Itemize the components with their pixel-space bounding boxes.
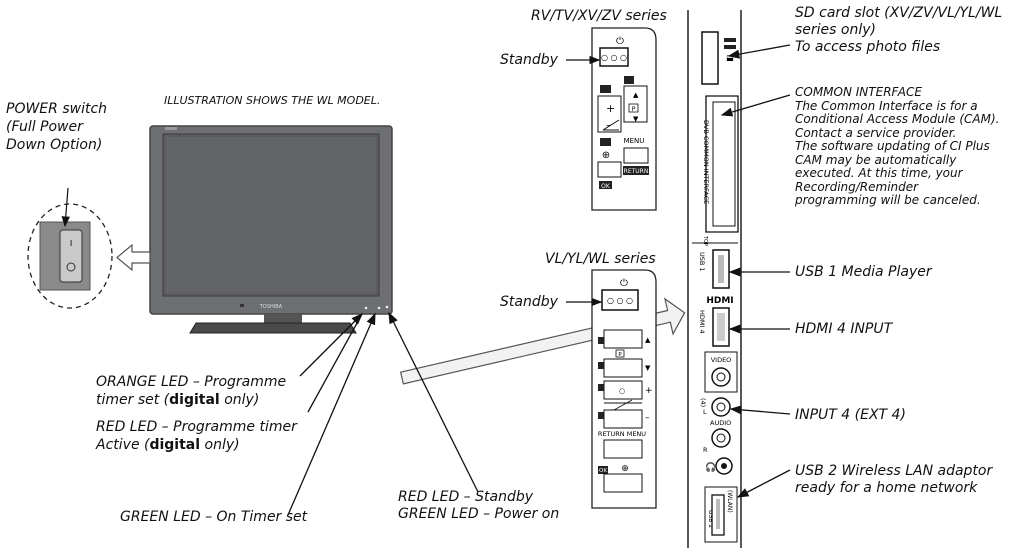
vl-ok-label: OK: [599, 468, 607, 474]
svg-text:○ ○ ○: ○ ○ ○: [601, 53, 627, 62]
svg-text:▼: ▼: [633, 115, 639, 123]
dvb-ci-printed: DVB COMMON INTERFACE: [702, 120, 710, 204]
rv-standby-label: Standby: [500, 52, 558, 68]
svg-text:⊕: ⊕: [602, 150, 610, 161]
svg-text:+: +: [606, 102, 615, 115]
hdmi-logo-printed: HDMI: [706, 296, 733, 306]
rv-return-label: RETURN: [624, 168, 649, 175]
video-printed: VIDEO: [711, 356, 732, 364]
vl-p-label: P: [618, 352, 622, 358]
rv-menu-label: MENU: [624, 137, 645, 145]
svg-text:○: ○: [619, 387, 625, 395]
ci-label: COMMON INTERFACE The Common Interface is…: [795, 85, 1000, 207]
svg-text:○ ○ ○: ○ ○ ○: [607, 296, 633, 305]
tv-brand: TOSHIBA: [259, 304, 283, 310]
vl-button-panel: ⏻ ○ ○ ○ ▲ P ▼ ○ + – RETURN MENU OK ⊕: [591, 269, 657, 509]
power-switch-illustration: I: [27, 203, 113, 309]
tv-illustration: TOSHIBA: [149, 125, 393, 334]
illustration-note: ILLUSTRATION SHOWS THE WL MODEL.: [164, 94, 381, 107]
rv-series-title: RV/TV/XV/ZV series: [531, 8, 667, 24]
ch4-printed: (4): [699, 398, 707, 407]
wlan-printed: (WLAN): [726, 490, 733, 513]
usb2-label: USB 2 Wireless LAN adaptor ready for a h…: [795, 463, 993, 496]
rv-p-label: P: [632, 106, 636, 113]
green-led-label: GREEN LED – On Timer set: [120, 509, 308, 525]
ci-top-printed: TOP: [702, 235, 708, 246]
svg-text:–: –: [606, 120, 611, 131]
svg-text:⬓: ⬓: [726, 53, 734, 62]
usb2-printed: USB 2: [707, 510, 714, 528]
r-printed: R: [703, 446, 708, 454]
svg-text:⊕: ⊕: [621, 464, 629, 474]
svg-text:I: I: [70, 239, 72, 248]
svg-text:⏻: ⏻: [620, 278, 628, 289]
svg-text:+: +: [645, 386, 653, 396]
hdmi-label: HDMI 4 INPUT: [795, 321, 893, 337]
red-led-label: RED LED – Programme timer Active (digita…: [96, 419, 297, 453]
side-connector-panel: ⬓ DVB COMMON INTERFACE TOP USB 1 HDMI HD…: [687, 10, 742, 548]
svg-text:▼: ▼: [645, 364, 651, 372]
svg-text:⏻: ⏻: [616, 36, 624, 47]
orange-led-label: ORANGE LED – Programme timer set (digita…: [96, 374, 287, 408]
svg-text:🎧: 🎧: [705, 461, 716, 473]
sd-card-label: SD card slot (XV/ZV/VL/YL/WL series only…: [795, 5, 1003, 55]
vl-standby-label: Standby: [500, 294, 558, 310]
svg-text:▲: ▲: [633, 91, 639, 99]
usb1-label: USB 1 Media Player: [795, 264, 932, 280]
rv-ok-label: OK: [601, 183, 611, 190]
audio-printed: AUDIO: [710, 419, 731, 427]
l-printed: L: [703, 408, 707, 416]
standby-led-label: RED LED – Standby GREEN LED – Power on: [398, 489, 560, 522]
power-switch-label: POWER switch (Full Power Down Option): [6, 101, 108, 153]
svg-text:▲: ▲: [645, 336, 651, 344]
input4-label: INPUT 4 (EXT 4): [795, 407, 906, 423]
usb1-printed: USB 1: [698, 252, 706, 272]
vl-series-title: VL/YL/WL series: [545, 251, 656, 267]
rv-button-panel: ⏻ ○ ○ ○ + – ▲ P ▼ MENU RETURN ⊕ OK: [591, 27, 657, 211]
vl-return-menu-label: RETURN MENU: [598, 430, 646, 438]
hdmi4-printed: HDMI 4: [698, 310, 706, 334]
svg-text:–: –: [645, 413, 650, 423]
